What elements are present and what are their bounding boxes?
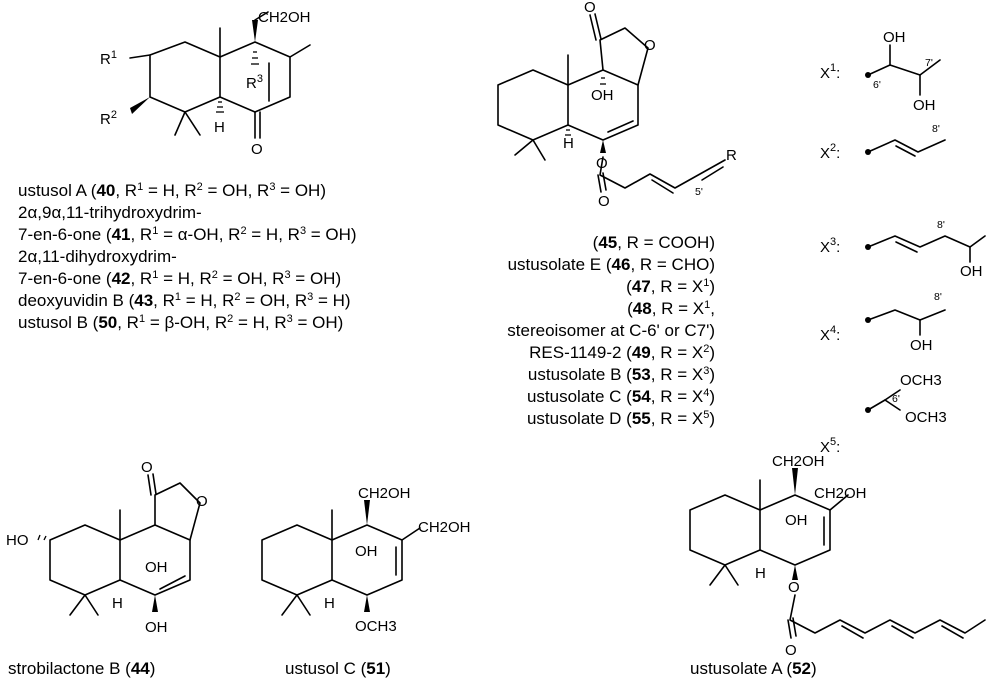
x3-label: X3: xyxy=(820,236,840,256)
x2-fragment: X2: 8' xyxy=(820,123,946,162)
group1-line: 2α,11-dihydroxydrim- xyxy=(18,247,177,266)
group2-line: (45, R = COOH) xyxy=(592,233,715,252)
group2-line: ustusolate D (55, R = X5) xyxy=(526,409,715,428)
group1-line: 7-en-6-one (41, R1 = α-OH, R2 = H, R3 = … xyxy=(18,225,357,244)
s52-ch2oh2: CH2OH xyxy=(814,485,867,502)
x4-label: X4: xyxy=(820,324,840,344)
r1-label: R1 xyxy=(100,49,117,68)
x1-loc6: 6' xyxy=(873,79,881,91)
group2-line: ustusolate C (54, R = X4) xyxy=(526,387,715,406)
structure-ustusol-c: CH2OH CH2OH OH H OCH3 xyxy=(261,485,471,635)
s44-oh2: OH xyxy=(145,619,168,636)
group2-line: (47, R = X1) xyxy=(626,277,715,296)
x1-oh1: OH xyxy=(883,29,906,46)
h-label: H xyxy=(214,119,225,136)
s52-carbonyl-o: O xyxy=(785,642,797,659)
x1-label: X1: xyxy=(820,62,840,82)
x5-fragment: X5: OCH3 OCH3 6' xyxy=(820,372,947,456)
x3-loc8: 8' xyxy=(937,219,945,231)
s44-oh: OH xyxy=(145,559,168,576)
x1-oh2: OH xyxy=(913,97,936,114)
ch2oh-label: CH2OH xyxy=(258,9,311,26)
group1-line: ustusol B (50, R1 = β-OH, R2 = H, R3 = O… xyxy=(18,313,344,332)
structure-lactone-ester: O O OH H O O R 5' xyxy=(497,0,737,210)
s51-oh: OH xyxy=(355,543,378,560)
structure-drimane-ketone: CH2OH R1 R2 R3 H O xyxy=(100,9,311,158)
group2-line: ustusolate E (46, R = CHO) xyxy=(507,255,715,274)
ester-oxygen-label: O xyxy=(596,155,608,172)
s52-ester-o: O xyxy=(788,579,800,596)
group2-line: (48, R = X1, xyxy=(627,299,715,318)
hydroxyl-label: OH xyxy=(591,87,614,104)
group2-line: RES-1149-2 (49, R = X2) xyxy=(529,343,715,362)
x2-label: X2: xyxy=(820,142,840,162)
group1-line: deoxyuvidin B (43, R1 = H, R2 = OH, R3 =… xyxy=(18,291,351,310)
s52-oh: OH xyxy=(785,512,808,529)
group1-line: ustusol A (40, R1 = H, R2 = OH, R3 = OH) xyxy=(18,181,326,200)
h-label: H xyxy=(563,135,574,152)
ester-carbonyl-label: O xyxy=(598,193,610,210)
s51-ch2oh1: CH2OH xyxy=(358,485,411,502)
x4-fragment: X4: OH 8' xyxy=(820,291,946,354)
x5-loc6: 6' xyxy=(892,393,900,405)
structure-strobilactone-b: O O HO OH H OH xyxy=(6,459,208,636)
s44-ho: HO xyxy=(6,532,29,549)
label-ustusolate-a: ustusolate A (52) xyxy=(690,659,817,678)
x5-och3-1: OCH3 xyxy=(900,372,942,389)
x5-och3-2: OCH3 xyxy=(905,409,947,426)
s44-carbonyl-o: O xyxy=(141,459,153,476)
x1-loc7: 7' xyxy=(925,57,933,69)
label-strobilactone-b: strobilactone B (44) xyxy=(8,659,156,678)
group2-line: ustusolate B (53, R = X3) xyxy=(527,365,715,384)
group1-compound-list: ustusol A (40, R1 = H, R2 = OH, R3 = OH)… xyxy=(18,180,357,334)
x5-label: X5: xyxy=(820,436,840,456)
group1-line: 2α,9α,11-trihydroxydrim- xyxy=(18,203,202,222)
s44-ring-o: O xyxy=(196,493,208,510)
s44-h: H xyxy=(112,595,123,612)
label-ustusol-c: ustusol C (51) xyxy=(285,659,391,678)
group1-line: 7-en-6-one (42, R1 = H, R2 = OH, R3 = OH… xyxy=(18,269,342,288)
carbonyl-oxygen-label: O xyxy=(584,0,596,16)
r-label: R xyxy=(726,147,737,164)
s52-ch2oh1: CH2OH xyxy=(772,453,825,470)
s51-ch2oh2: CH2OH xyxy=(418,519,471,536)
r3-label: R3 xyxy=(246,73,263,92)
ring-oxygen-label: O xyxy=(644,37,656,54)
r2-label: R2 xyxy=(100,109,117,128)
s51-och3: OCH3 xyxy=(355,618,397,635)
group2-line: stereoisomer at C-6' or C7') xyxy=(507,321,715,340)
x4-loc8: 8' xyxy=(934,291,942,303)
x1-fragment: X1: OH OH 6' 7' xyxy=(820,29,941,114)
x3-oh: OH xyxy=(960,263,983,280)
x2-loc8: 8' xyxy=(932,123,940,135)
locant-5: 5' xyxy=(695,186,703,198)
x4-oh: OH xyxy=(910,337,933,354)
group2-compound-list: (45, R = COOH) ustusolate E (46, R = CHO)… xyxy=(470,232,715,430)
structure-ustusolate-a: CH2OH CH2OH OH H O O xyxy=(689,453,986,659)
s51-h: H xyxy=(324,595,335,612)
x3-fragment: X3: OH 8' xyxy=(820,219,986,280)
oxygen-label: O xyxy=(251,141,263,158)
s52-h: H xyxy=(755,565,766,582)
